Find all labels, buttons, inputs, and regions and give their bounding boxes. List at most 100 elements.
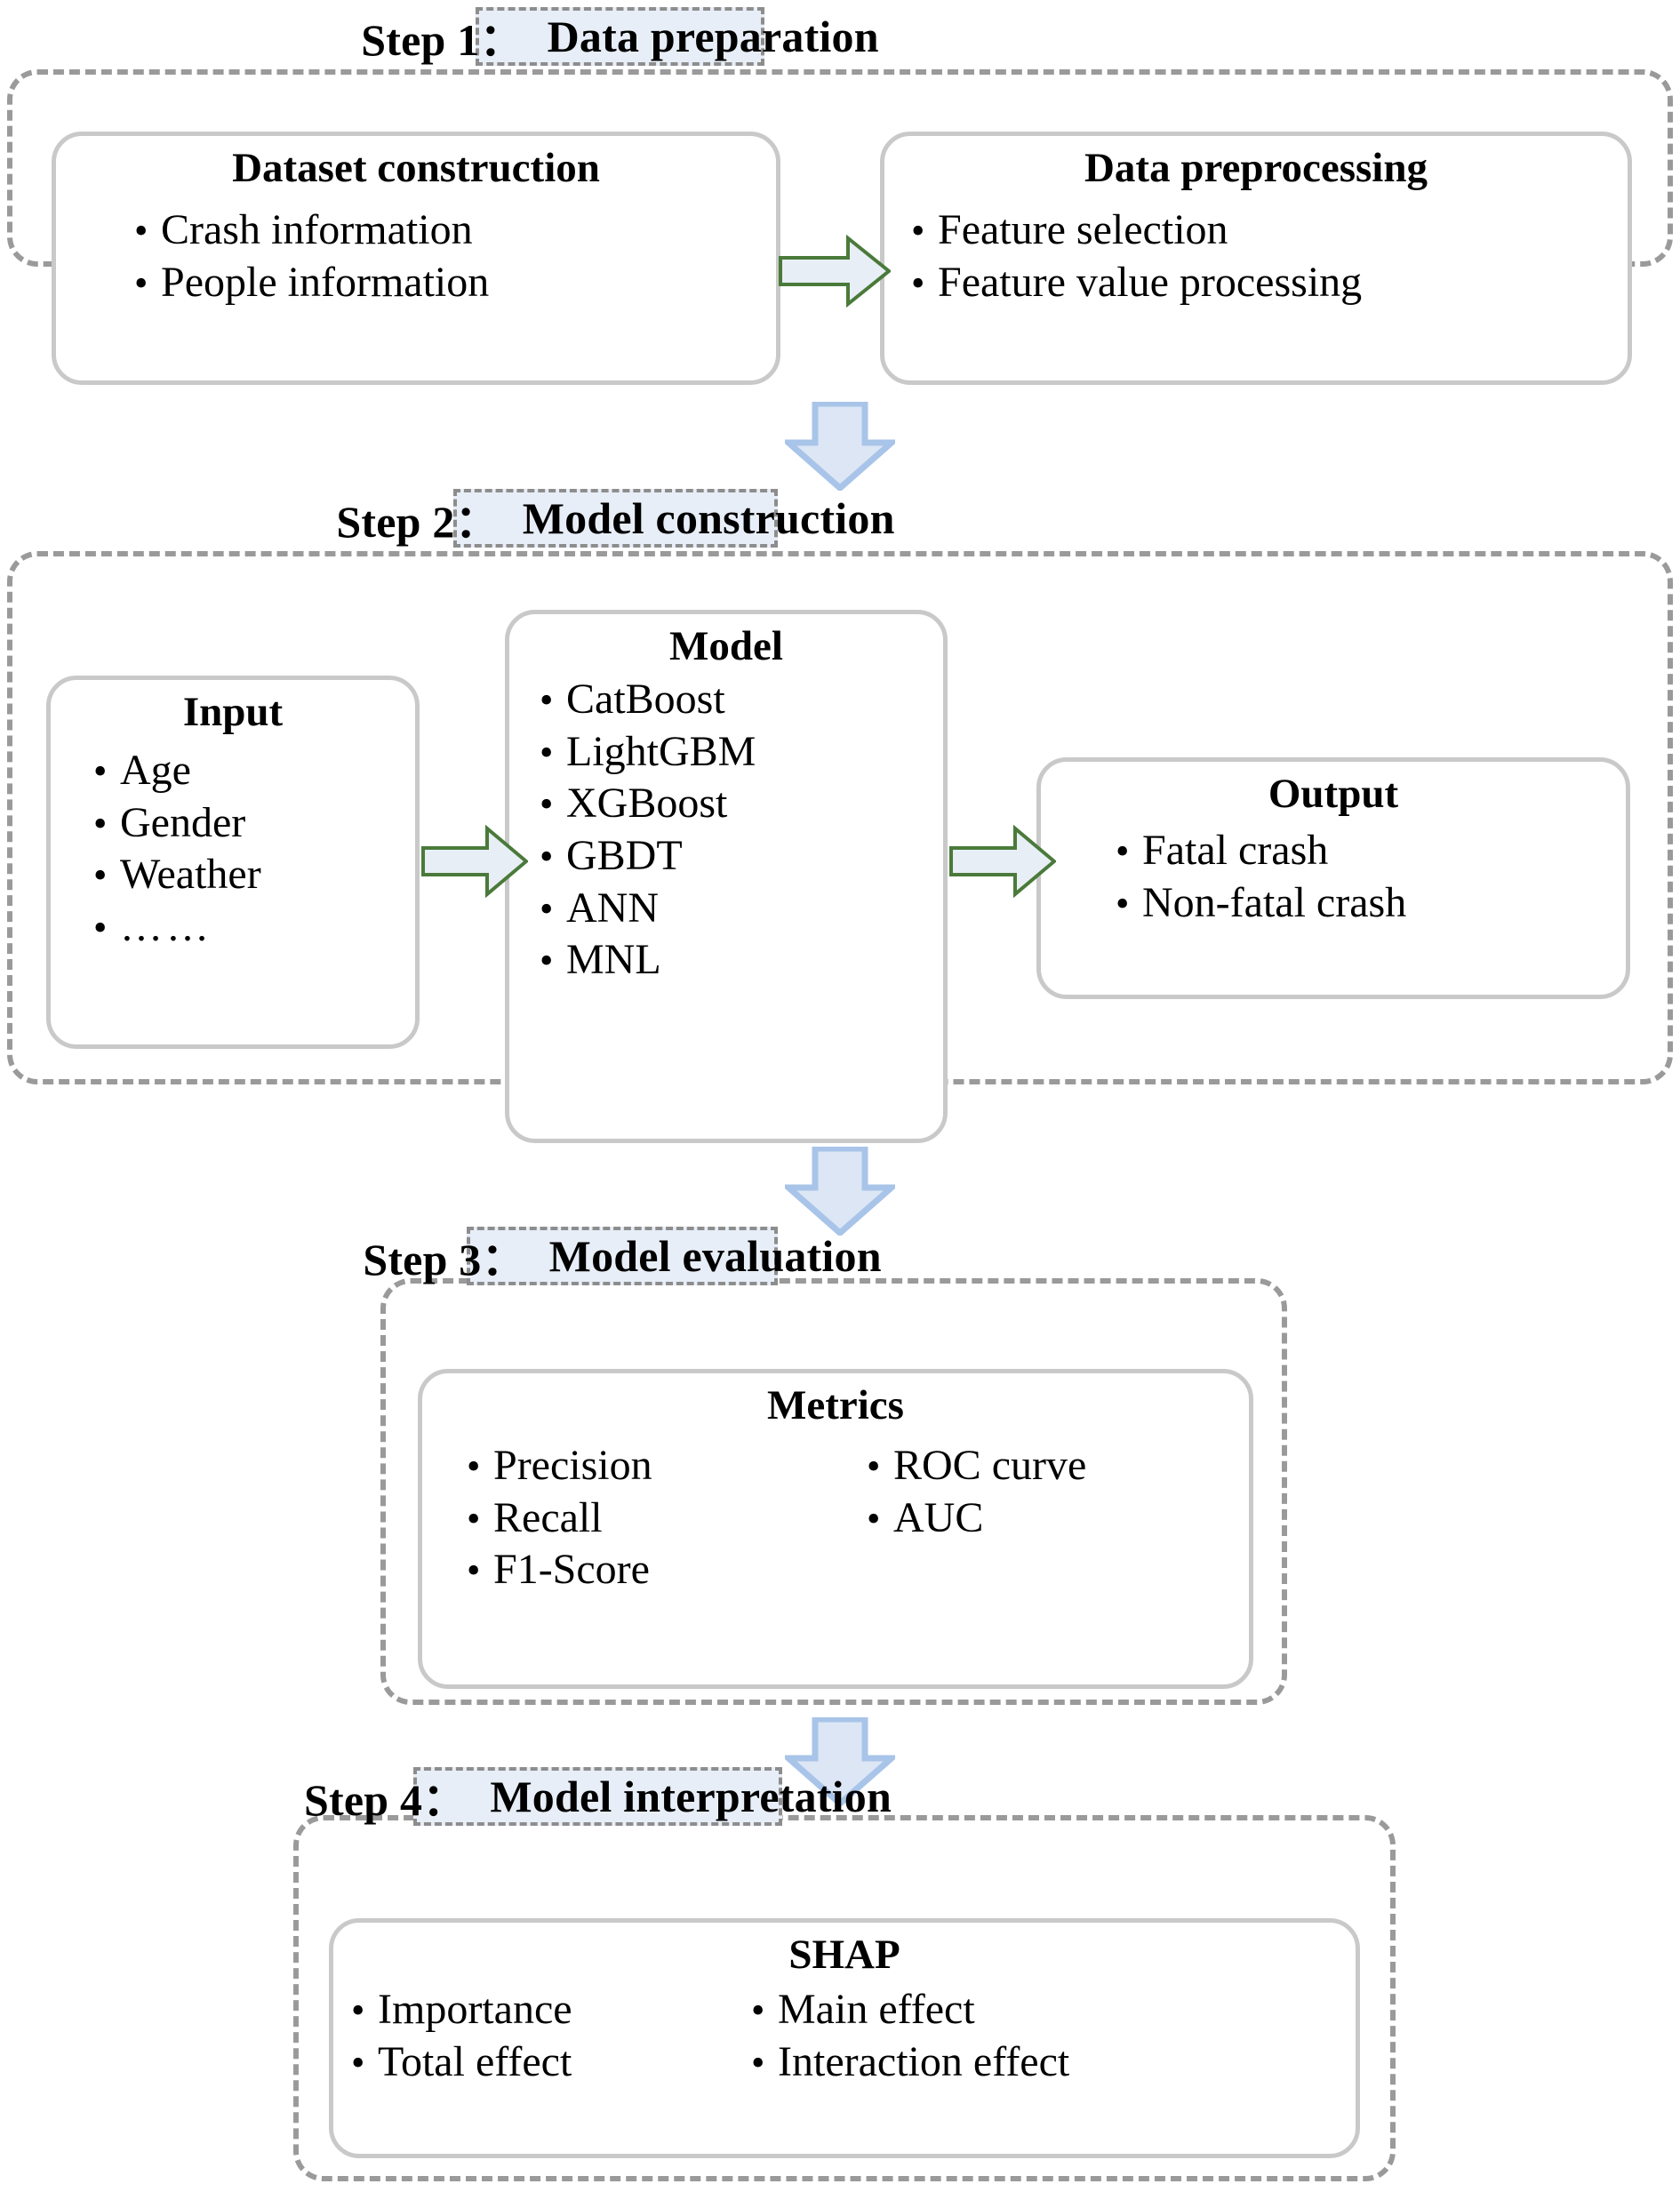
list-item-label: Importance xyxy=(378,1986,572,2034)
arrow-input-to-model xyxy=(421,824,530,899)
list-item-label: Recall xyxy=(493,1493,603,1541)
bullet-icon: • xyxy=(93,749,108,794)
list-item-label: Total effect xyxy=(378,2037,572,2085)
list-item: • F1-Score xyxy=(467,1544,858,1596)
step-2-name: Model construction xyxy=(522,493,895,543)
list-item-label: Non-fatal crash xyxy=(1142,878,1407,926)
card-shap: SHAP • Importance • Total effect • Main … xyxy=(329,1918,1360,2158)
list-item-label: People information xyxy=(161,258,490,306)
list-item: • Crash information xyxy=(134,204,776,257)
step-3-number: Step 3： xyxy=(363,1235,526,1284)
step-4-number: Step 4： xyxy=(304,1775,468,1825)
list-item: • LightGBM xyxy=(540,726,943,779)
step-3-name: Model evaluation xyxy=(548,1231,882,1281)
bullet-icon: • xyxy=(540,730,554,774)
bullet-icon: • xyxy=(540,834,554,878)
bullet-icon: • xyxy=(540,886,554,931)
shap-columns: • Importance • Total effect • Main effec… xyxy=(333,1984,1356,2088)
bullet-list-metrics-right: • ROC curve • AUC xyxy=(858,1440,1086,1596)
list-item-label: Feature value processing xyxy=(938,258,1363,306)
step-4-container xyxy=(293,1815,1396,2181)
bullet-list-data-preprocessing: • Feature selection • Feature value proc… xyxy=(884,204,1628,308)
bullet-icon: • xyxy=(911,209,925,253)
list-item-label: ROC curve xyxy=(893,1442,1087,1490)
list-item-label: Feature selection xyxy=(938,206,1228,254)
list-item-label: Gender xyxy=(120,798,246,846)
card-title-dataset-construction: Dataset construction xyxy=(232,145,600,191)
list-item: • Recall xyxy=(467,1492,858,1545)
list-item-label: …… xyxy=(120,902,212,950)
list-item: • Precision xyxy=(467,1440,858,1492)
card-dataset-construction: Dataset construction • Crash information… xyxy=(52,132,780,385)
bullet-icon: • xyxy=(467,1444,481,1489)
bullet-icon: • xyxy=(1116,881,1130,925)
list-item: • ANN xyxy=(540,883,943,935)
list-item-label: GBDT xyxy=(566,831,683,879)
bullet-icon: • xyxy=(540,782,554,827)
list-item-label: Crash information xyxy=(161,206,473,254)
bullet-icon: • xyxy=(867,1444,881,1489)
list-item: • Fatal crash xyxy=(1116,825,1626,877)
bullet-icon: • xyxy=(351,2040,365,2084)
bullet-icon: • xyxy=(751,1988,765,2033)
bullet-icon: • xyxy=(93,905,108,949)
card-title-shap: SHAP xyxy=(788,1932,900,1978)
list-item: • Non-fatal crash xyxy=(1116,877,1626,930)
list-item-label: Age xyxy=(120,747,191,795)
list-item: • …… xyxy=(93,901,415,954)
step-4-name: Model interpretation xyxy=(490,1772,892,1821)
list-item: • GBDT xyxy=(540,830,943,883)
arrow-step1-to-step2 xyxy=(780,400,900,492)
list-item: • Feature selection xyxy=(911,204,1628,257)
bullet-icon: • xyxy=(93,853,108,898)
list-item-label: XGBoost xyxy=(566,780,728,828)
list-item: • Interaction effect xyxy=(751,2036,1069,2089)
bullet-icon: • xyxy=(467,1548,481,1593)
bullet-icon: • xyxy=(751,2040,765,2084)
list-item-label: LightGBM xyxy=(566,727,756,775)
metrics-columns: • Precision • Recall • F1-Score • ROC cu… xyxy=(422,1440,1249,1596)
list-item: • Total effect xyxy=(351,2036,751,2089)
list-item-label: ANN xyxy=(566,884,659,932)
step-3-title: Step 3： Model evaluation xyxy=(363,1227,882,1285)
card-title-output: Output xyxy=(1268,771,1399,817)
step-2-number: Step 2： xyxy=(336,497,500,547)
arrow-step2-to-step3 xyxy=(780,1145,900,1237)
list-item: • Main effect xyxy=(751,1984,1069,2036)
bullet-list-shap-left: • Importance • Total effect xyxy=(333,1984,751,2088)
list-item: • Weather xyxy=(93,849,415,901)
list-item: • XGBoost xyxy=(540,778,943,830)
list-item-label: AUC xyxy=(893,1493,984,1541)
list-item: • Age xyxy=(93,745,415,797)
list-item: • Feature value processing xyxy=(911,257,1628,309)
bullet-icon: • xyxy=(1116,829,1130,874)
bullet-icon: • xyxy=(467,1496,481,1540)
bullet-list-shap-right: • Main effect • Interaction effect xyxy=(751,1984,1069,2088)
card-model: Model • CatBoost • LightGBM • XGBoost • … xyxy=(505,610,948,1143)
list-item-label: F1-Score xyxy=(493,1546,650,1594)
card-title-metrics: Metrics xyxy=(767,1382,904,1428)
list-item-label: Fatal crash xyxy=(1142,827,1329,875)
list-item: • CatBoost xyxy=(540,674,943,726)
list-item-label: Weather xyxy=(120,851,261,899)
bullet-icon: • xyxy=(540,939,554,983)
step-4-title: Step 4： Model interpretation xyxy=(304,1767,892,1826)
list-item: • MNL xyxy=(540,934,943,987)
bullet-list-model: • CatBoost • LightGBM • XGBoost • GBDT •… xyxy=(509,674,943,986)
list-item: • ROC curve xyxy=(867,1440,1086,1492)
bullet-icon: • xyxy=(351,1988,365,2033)
list-item: • AUC xyxy=(867,1492,1086,1545)
card-title-data-preprocessing: Data preprocessing xyxy=(1084,145,1428,191)
bullet-list-metrics-left: • Precision • Recall • F1-Score xyxy=(422,1440,858,1596)
step-3-container xyxy=(380,1278,1287,1705)
bullet-list-output: • Fatal crash • Non-fatal crash xyxy=(1041,825,1626,929)
card-title-model: Model xyxy=(669,623,783,669)
list-item-label: Main effect xyxy=(778,1986,975,2034)
step-1-title: Step 1： Data preparation xyxy=(361,7,879,66)
step-1-number: Step 1： xyxy=(361,15,524,65)
arrow-step3-to-step4 xyxy=(780,1716,900,1808)
list-item-label: CatBoost xyxy=(566,676,725,724)
bullet-icon: • xyxy=(93,801,108,845)
bullet-icon: • xyxy=(134,260,148,305)
